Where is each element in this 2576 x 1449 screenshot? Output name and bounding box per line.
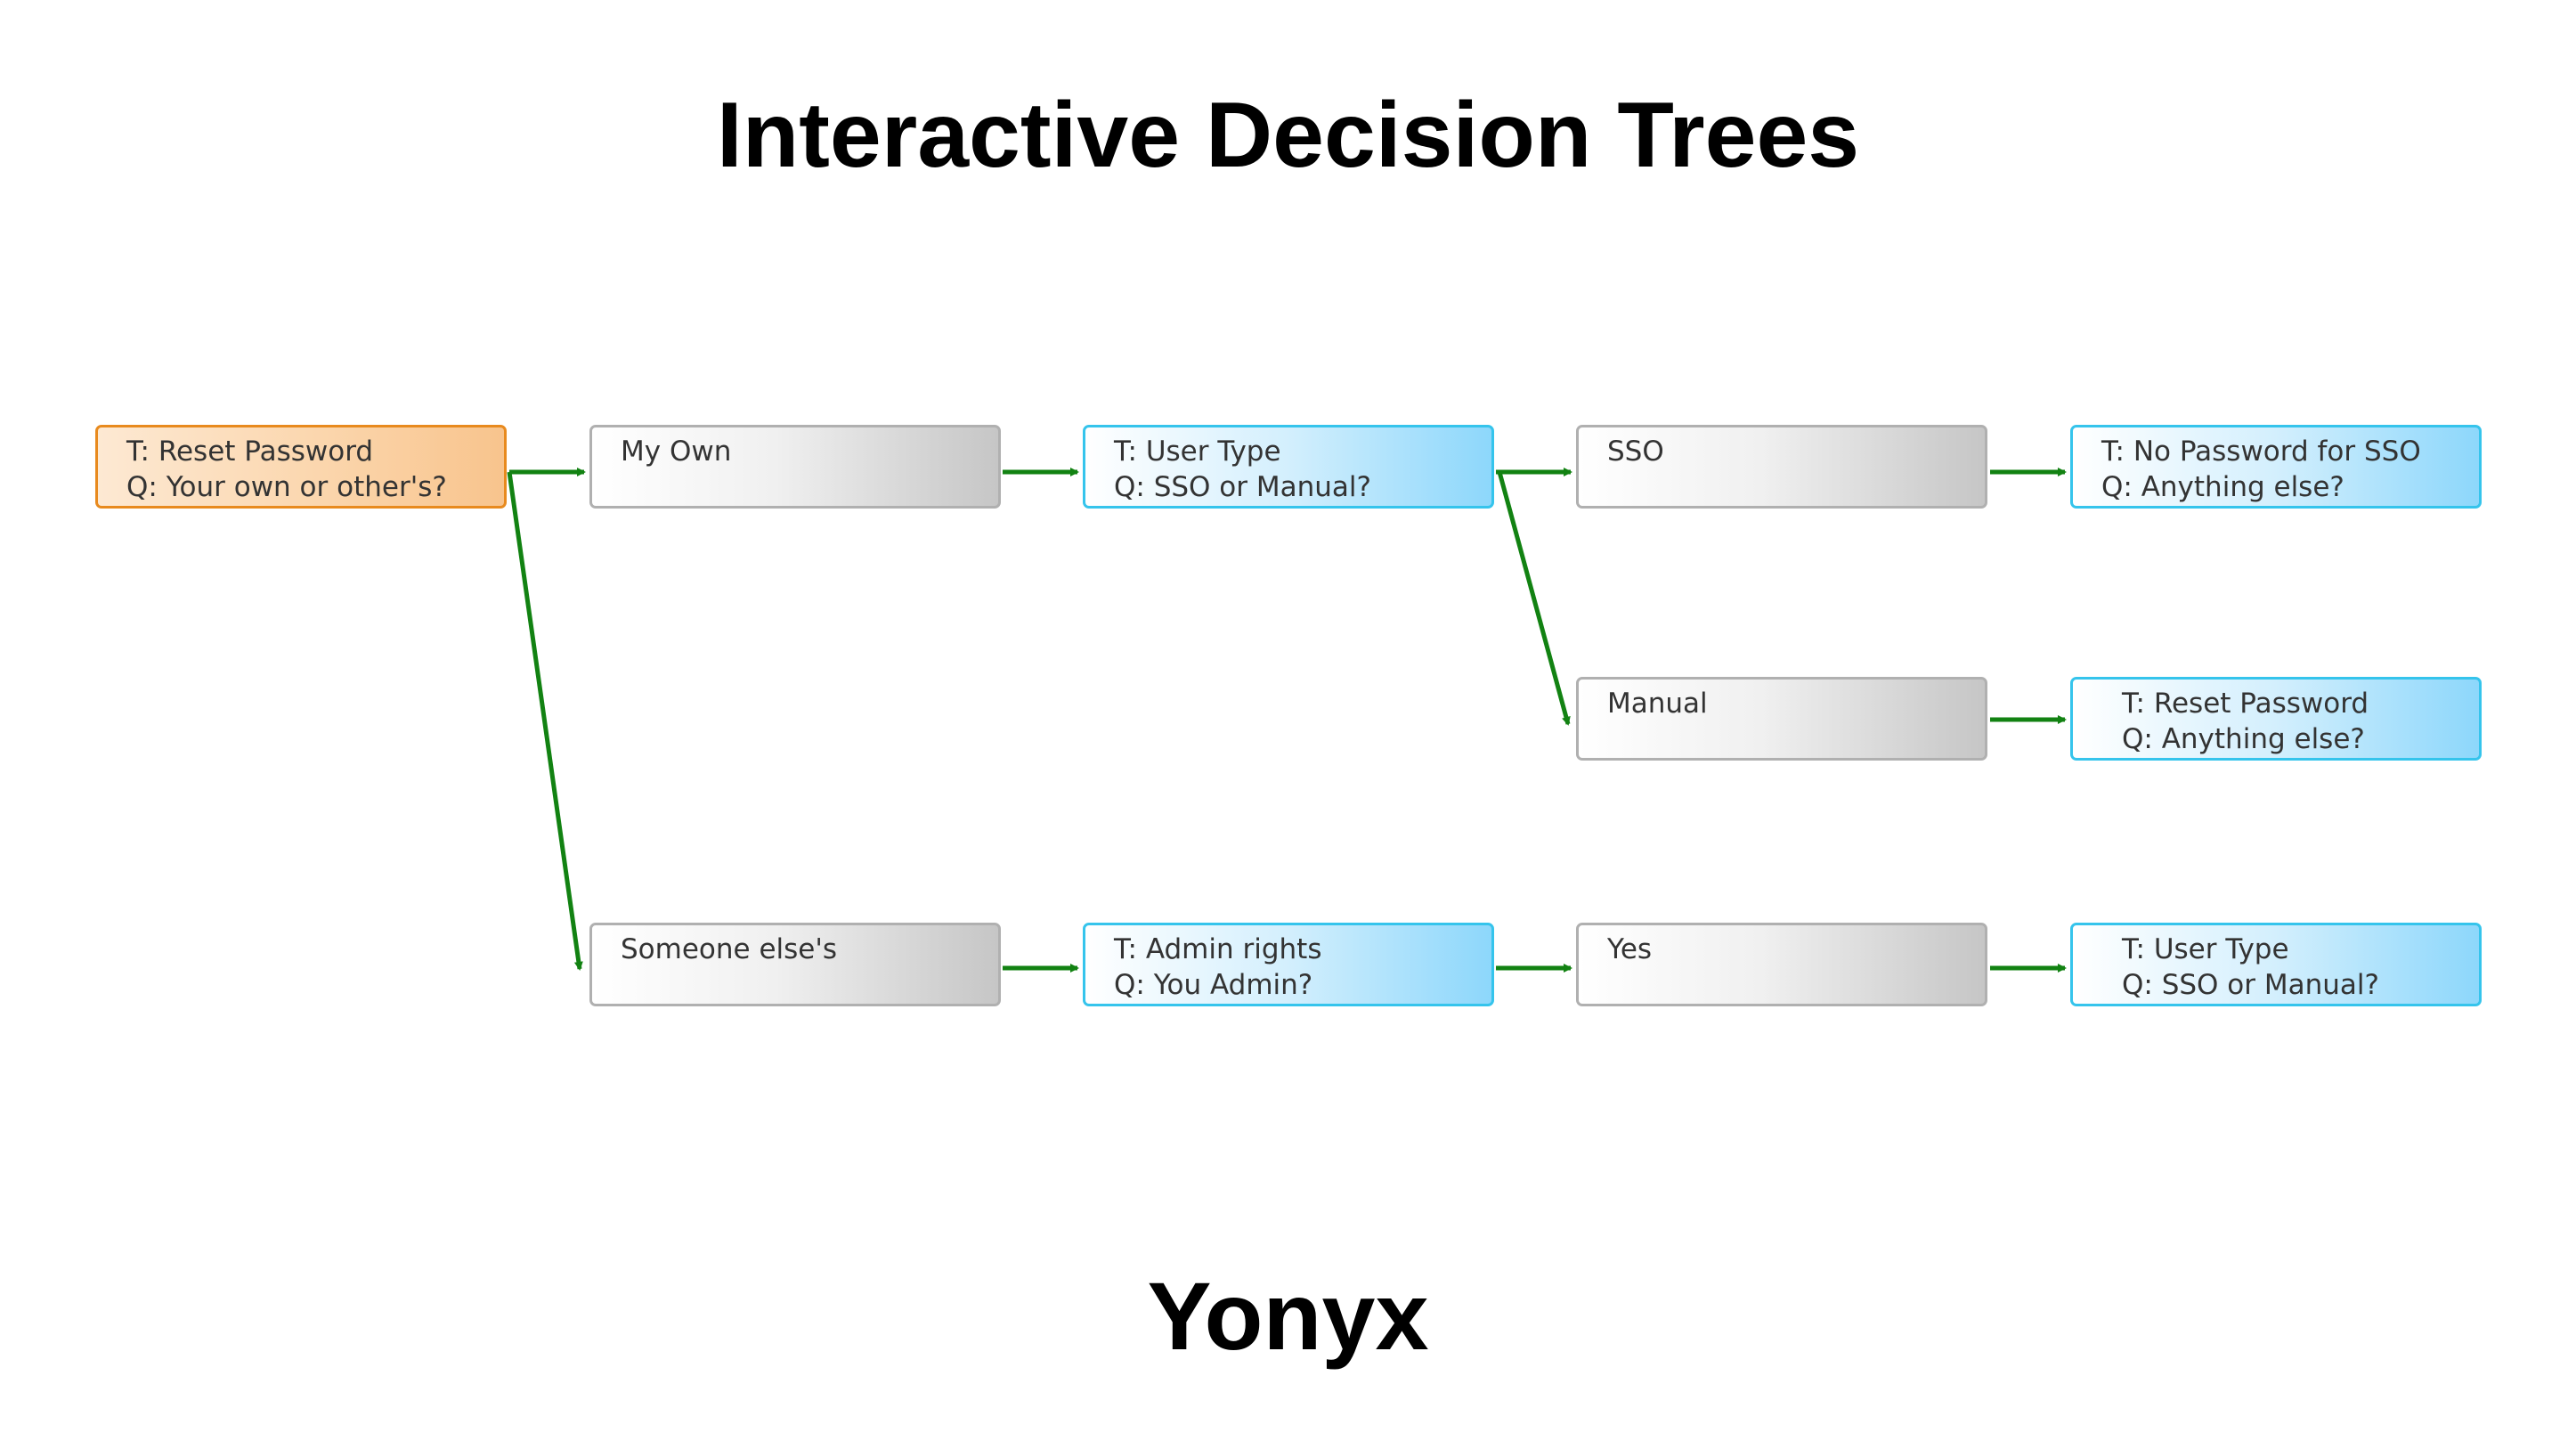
- node-topic: T: Reset Password: [126, 436, 374, 468]
- node-my-own[interactable]: My Own: [589, 425, 1001, 509]
- node-reset-password[interactable]: T: Reset Password Q: Your own or other's…: [95, 425, 507, 509]
- node-admin-rights[interactable]: T: Admin rights Q: You Admin?: [1083, 923, 1494, 1006]
- node-question: Q: You Admin?: [1114, 969, 1313, 1001]
- connector-arrow: [507, 471, 583, 971]
- node-sso[interactable]: SSO: [1576, 425, 1987, 509]
- node-topic: T: Reset Password: [2122, 688, 2369, 720]
- node-question: Q: Anything else?: [2122, 723, 2365, 755]
- node-topic: T: User Type: [2122, 933, 2289, 965]
- node-yes[interactable]: Yes: [1576, 923, 1987, 1006]
- node-answer-label: Someone else's: [621, 933, 838, 965]
- node-question: Q: Anything else?: [2101, 471, 2344, 503]
- node-topic: T: Admin rights: [1114, 933, 1322, 965]
- node-answer-label: Manual: [1607, 688, 1708, 720]
- node-reset-password-result[interactable]: T: Reset Password Q: Anything else?: [2070, 677, 2482, 761]
- brand-name: Yonyx: [1147, 1262, 1429, 1370]
- node-question: Q: Your own or other's?: [126, 471, 447, 503]
- node-topic: T: User Type: [1114, 436, 1281, 468]
- node-topic: T: No Password for SSO: [2101, 436, 2421, 468]
- node-someone-elses[interactable]: Someone else's: [589, 923, 1001, 1006]
- page-title: Interactive Decision Trees: [716, 84, 1860, 187]
- node-question: Q: SSO or Manual?: [1114, 471, 1371, 503]
- node-no-password-for-sso[interactable]: T: No Password for SSO Q: Anything else?: [2070, 425, 2482, 509]
- node-user-type-admin[interactable]: T: User Type Q: SSO or Manual?: [2070, 923, 2482, 1006]
- node-answer-label: SSO: [1607, 436, 1664, 468]
- connector-arrow: [1497, 471, 1571, 726]
- node-answer-label: Yes: [1607, 933, 1653, 965]
- node-user-type[interactable]: T: User Type Q: SSO or Manual?: [1083, 425, 1494, 509]
- node-manual[interactable]: Manual: [1576, 677, 1987, 761]
- node-question: Q: SSO or Manual?: [2122, 969, 2379, 1001]
- node-answer-label: My Own: [621, 436, 732, 468]
